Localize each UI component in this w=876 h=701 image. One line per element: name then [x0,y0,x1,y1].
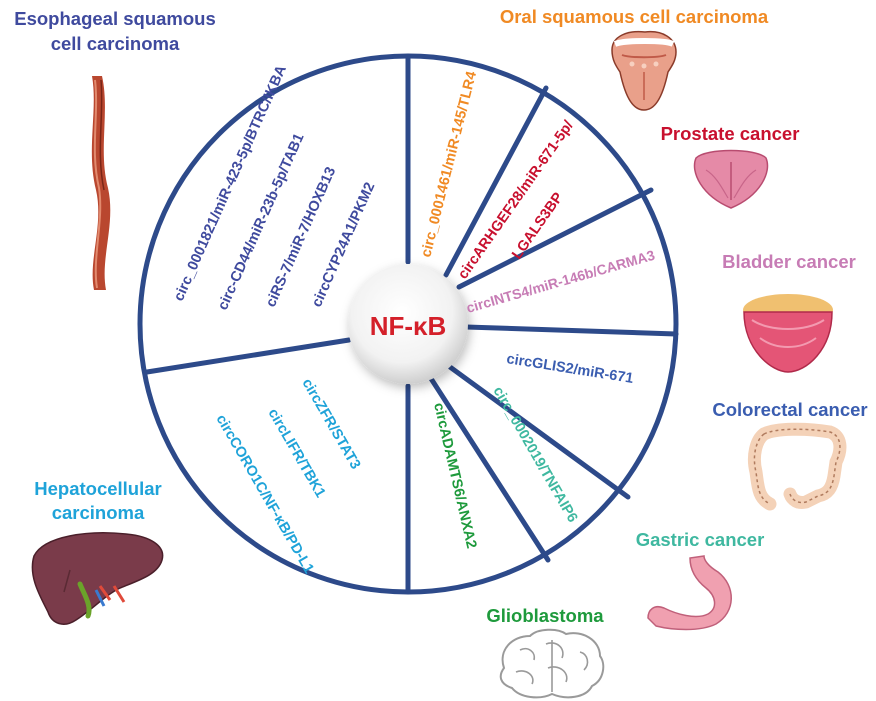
gastric-title: Gastric cancer [636,529,765,550]
stomach-icon [648,556,731,630]
liver-icon [32,533,162,624]
tongue-icon [612,32,676,110]
esophageal-title-line2: cell carcinoma [51,33,180,54]
colon-icon [754,429,840,504]
nfkb-label: NF-κB [370,311,447,341]
colorectal-title: Colorectal cancer [712,399,867,420]
oral-title: Oral squamous cell carcinoma [500,6,769,27]
prostate-title: Prostate cancer [661,123,800,144]
bladder-icon [743,294,833,372]
hepatocellular-title-line2: carcinoma [52,502,145,523]
bladder-title: Bladder cancer [722,251,856,272]
brain-icon [501,630,604,698]
glioblastoma-title: Glioblastoma [486,605,604,626]
esophagus-icon [92,76,110,290]
esophageal-title-line1: Esophageal squamous [14,8,216,29]
prostate-icon [694,151,767,209]
hepatocellular-title-line1: Hepatocellular [34,478,162,499]
